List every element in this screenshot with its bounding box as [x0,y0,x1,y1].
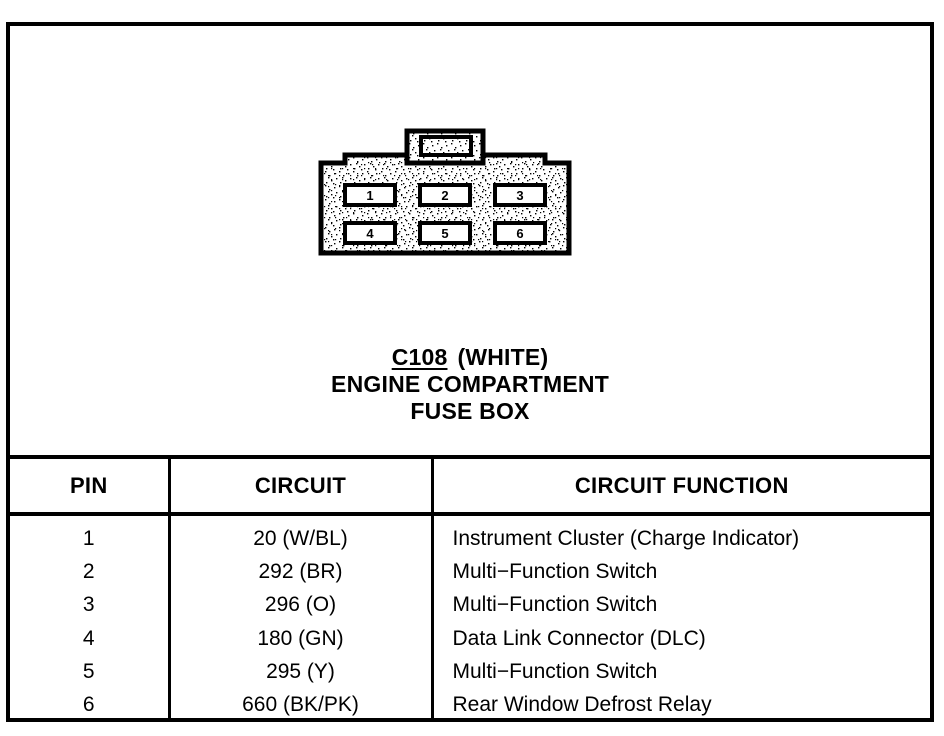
cell-pin: 3 [10,588,171,623]
cell-circuit: 296 (O) [169,588,434,623]
cell-circuit: 180 (GN) [169,622,434,656]
cell-circuit-function: Multi−Function Switch [452,560,658,584]
column-header-pin: PIN [10,455,171,516]
pin-cavity-2: 2 [418,183,472,207]
pin-cavity-5-label: 5 [441,226,448,241]
cell-pin: 5 [10,655,171,689]
table-row: 5 295 (Y) Multi−Function Switch [10,655,930,689]
cell-pin: 4 [10,622,171,656]
connector-svg: 1 2 3 4 5 6 [318,128,572,256]
table-row: 6 660 (BK/PK) Rear Window Defrost Relay [10,688,930,722]
cell-circuit: 20 (W/BL) [169,514,434,556]
pin-cavity-3: 3 [493,183,547,207]
connector-title-block: C108 (WHITE) ENGINE COMPARTMENT FUSE BOX [10,344,930,425]
cell-pin: 2 [10,555,171,589]
table-row: 1 20 (W/BL) Instrument Cluster (Charge I… [10,514,930,556]
pin-cavity-1: 1 [343,183,397,207]
pin-cavity-2-label: 2 [441,188,448,203]
pin-cavity-6-label: 6 [516,226,523,241]
table-header-row: PIN CIRCUIT CIRCUIT FUNCTION [10,455,930,516]
pin-cavity-5: 5 [418,221,472,245]
cell-pin: 1 [10,514,171,556]
cell-circuit-function: Multi−Function Switch [452,593,658,617]
pinout-table: PIN CIRCUIT CIRCUIT FUNCTION 1 20 (W/BL)… [10,455,930,722]
table-row: 4 180 (GN) Data Link Connector (DLC) [10,622,930,656]
tab-inner-slot [419,135,473,157]
pinout-table-body: 1 20 (W/BL) Instrument Cluster (Charge I… [10,514,930,722]
connector-name-line-2: FUSE BOX [410,398,530,424]
pin-cavity-4: 4 [343,221,397,245]
column-header-circuit-function: CIRCUIT FUNCTION [432,455,930,516]
table-row: 2 292 (BR) Multi−Function Switch [10,555,930,589]
cell-circuit: 292 (BR) [169,555,434,589]
connector-id-line: C108 (WHITE) [10,344,930,371]
connector-face-diagram: 1 2 3 4 5 6 [305,101,585,281]
table-row: 3 296 (O) Multi−Function Switch [10,588,930,623]
connector-id: C108 [391,344,448,370]
connector-color: (WHITE) [457,344,549,370]
cell-circuit-function: Instrument Cluster (Charge Indicator) [452,526,800,550]
column-header-circuit: CIRCUIT [169,455,434,516]
cell-circuit: 295 (Y) [169,655,434,689]
pin-cavity-6: 6 [493,221,547,245]
cell-circuit-function: Rear Window Defrost Relay [452,693,712,717]
pinout-table-head: PIN CIRCUIT CIRCUIT FUNCTION [10,455,930,516]
cell-pin: 6 [10,688,171,722]
pin-cavity-3-label: 3 [516,188,523,203]
cell-circuit-function: Data Link Connector (DLC) [452,626,706,650]
pin-cavity-1-label: 1 [366,188,373,203]
connector-name-line-1: ENGINE COMPARTMENT [331,371,609,397]
pin-cavity-4-label: 4 [366,226,374,241]
diagram-frame: 1 2 3 4 5 6 [6,22,934,722]
cell-circuit-function: Multi−Function Switch [452,660,658,684]
cell-circuit: 660 (BK/PK) [169,688,434,722]
